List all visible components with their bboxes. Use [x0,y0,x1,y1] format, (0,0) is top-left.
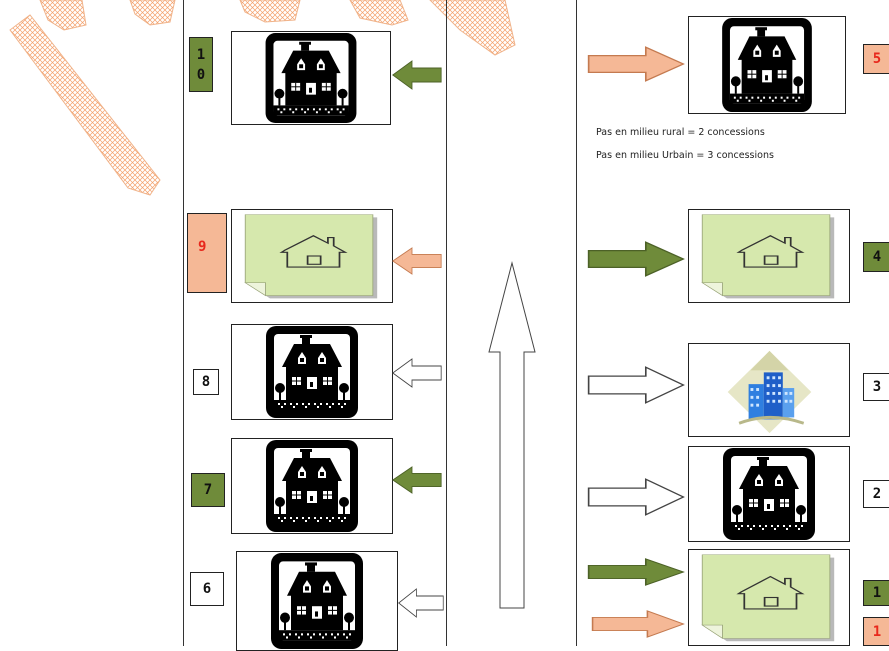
sticky-house-icon [688,209,850,303]
step-badge-5: 5 [863,44,889,74]
step-badge-1-orange: 1 [863,617,889,646]
green-right-arrow [587,558,685,586]
sticky-house-icon [688,549,850,646]
left-column-divider [446,0,447,646]
house-black-icon [688,16,846,114]
note-rural: Pas en milieu rural = 2 concessions [596,127,765,138]
step-badge-6: 6 [190,572,224,606]
watermark-logo [9,0,516,196]
white-right-arrow [587,478,685,516]
step-badge-8: 8 [193,369,219,395]
step-badge-2: 2 [863,480,889,508]
step-badge-7-label: 7 [203,482,213,498]
step-badge-1-orange-label: 1 [872,623,882,640]
office-building-icon [688,343,850,437]
step-badge-8-label: 8 [201,374,211,390]
orange-right-arrow [587,46,685,82]
house-black-icon [688,446,850,542]
orange-right-arrow [591,610,685,638]
white-left-arrow [392,358,442,388]
sticky-house-icon [231,209,393,303]
step-badge-3-label: 3 [872,379,882,395]
right-column-divider [576,0,577,646]
house-black-icon [236,551,398,651]
step-badge-10: 1 0 [189,37,213,92]
green-right-arrow [587,241,685,277]
step-badge-10-digit-1: 1 [196,46,206,63]
house-black-icon [231,438,393,534]
step-badge-9: 9 [187,213,227,293]
step-badge-1-green: 1 [863,580,889,606]
step-badge-4: 4 [863,242,889,272]
green-left-arrow [392,466,442,494]
step-badge-7: 7 [191,473,225,507]
step-badge-6-label: 6 [202,581,212,597]
orange-left-arrow [392,247,442,275]
upward-progress-arrow [488,261,536,609]
note-urban: Pas en milieu Urbain = 3 concessions [596,150,774,161]
white-left-arrow [398,588,444,618]
step-badge-5-label: 5 [872,51,882,67]
step-badge-2-label: 2 [872,486,882,502]
step-badge-10-digit-2: 0 [196,66,206,83]
house-black-icon [231,324,393,420]
left-border-line [183,0,184,646]
step-badge-1-green-label: 1 [872,585,882,601]
white-right-arrow [587,366,685,404]
house-black-icon [231,31,391,125]
step-badge-9-label: 9 [198,239,207,255]
green-left-arrow [392,60,442,90]
step-badge-4-label: 4 [872,249,882,265]
step-badge-3: 3 [863,373,889,401]
